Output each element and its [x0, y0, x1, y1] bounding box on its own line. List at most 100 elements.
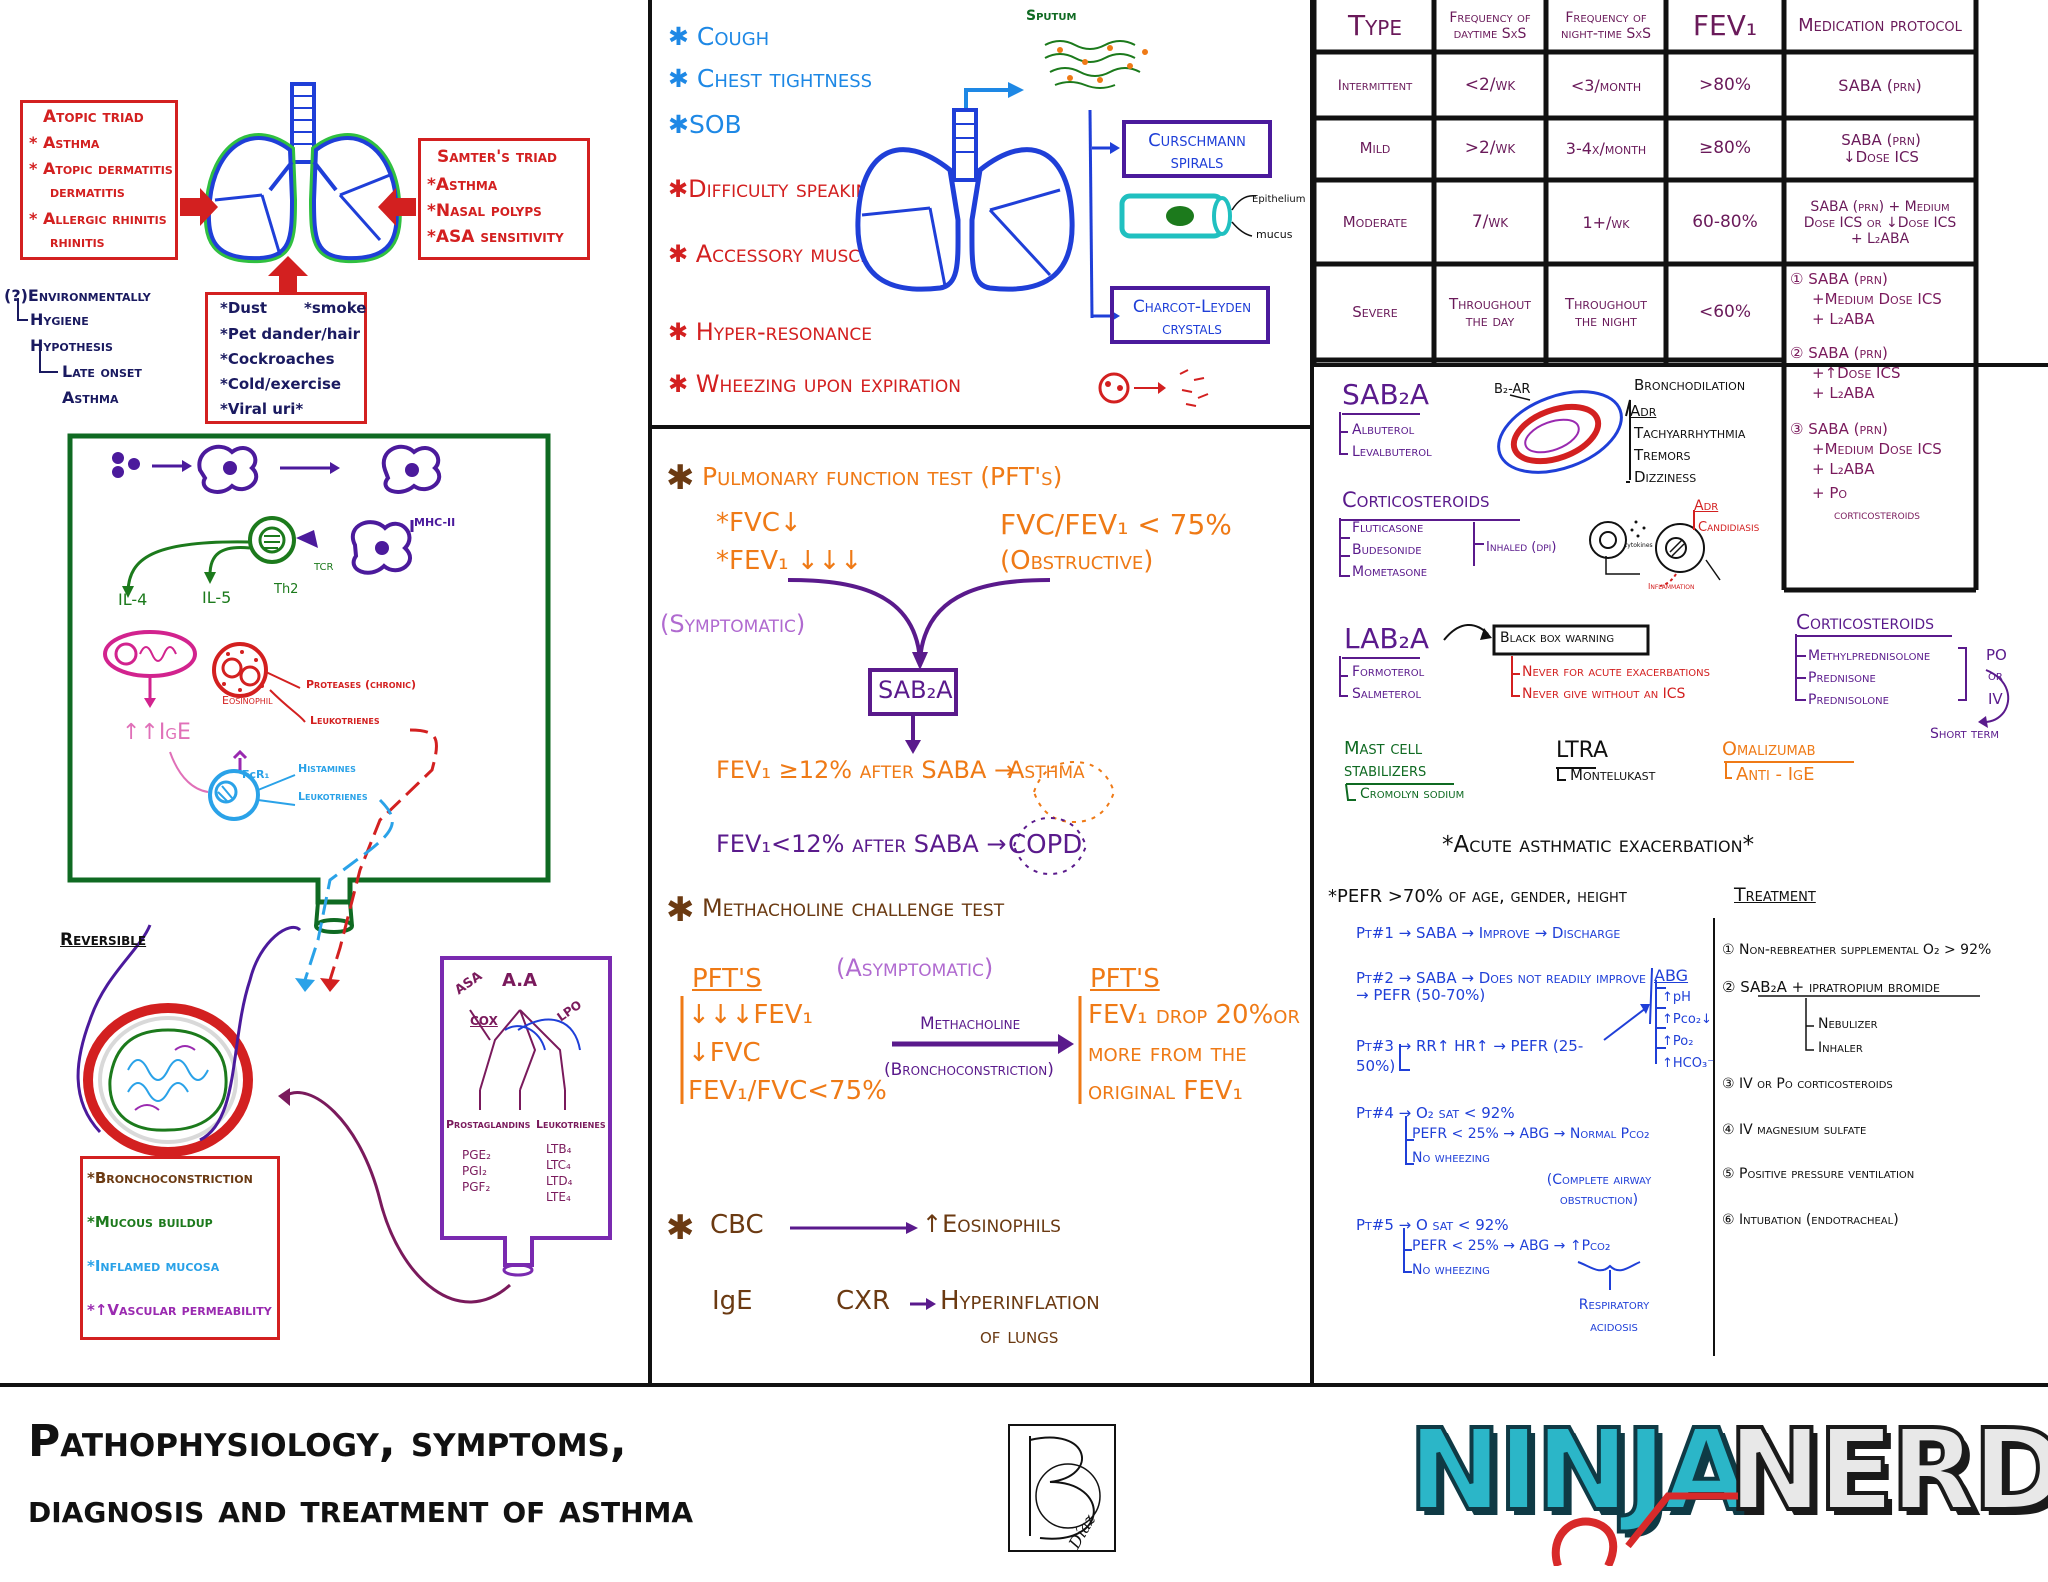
saba-drug: Albuterol: [1352, 422, 1415, 438]
saba-drug: Levalbuterol: [1352, 444, 1432, 460]
tcr-label: TCR: [314, 562, 334, 573]
treatment-step: ④ IV magnesium sulfate: [1722, 1122, 1867, 1138]
row-intermittent-night: <3/month: [1570, 75, 1642, 95]
trigger-item: *Pet dander/hair: [220, 325, 361, 343]
treatment-step: ⑤ Positive pressure ventilation: [1722, 1166, 1915, 1182]
black-box-label: Black box warning: [1500, 630, 1615, 646]
ige-test-label: IgE: [712, 1286, 753, 1316]
row-intermittent-fev: >80%: [1698, 75, 1752, 96]
legend-mucous: *Mucous buildup: [87, 1213, 213, 1231]
laba-title: LAB₂A: [1344, 622, 1429, 655]
laba-drug: Formoterol: [1352, 664, 1425, 680]
laba-warning: Never give without an ICS: [1522, 686, 1686, 702]
pft-left-item: ↓FVC: [688, 1038, 761, 1068]
symptoms-drawings: [855, 40, 1257, 407]
triggers-box: *Dust *smoke *Pet dander/hair *Cockroach…: [205, 292, 367, 424]
logo-nerd: NERD: [1726, 1404, 2048, 1538]
corticosteroid-adr: Adr: [1694, 498, 1719, 514]
legend-bronchoconstriction: *Bronchoconstriction: [87, 1169, 253, 1187]
pg-item: PGE₂: [462, 1148, 491, 1162]
candidiasis-label: Candidiasis: [1698, 520, 1760, 535]
pft-right-item: original FEV₁: [1088, 1076, 1243, 1106]
treatment-step: ① Non-rebreather supplemental O₂ > 92%: [1722, 942, 1992, 958]
lt-item: LTE₄: [546, 1190, 571, 1204]
obstructive-label: (Obstructive): [1000, 546, 1154, 576]
omalizumab-title: Omalizumab: [1722, 738, 1816, 760]
row-intermittent-med: SABA (prn): [1838, 75, 1922, 95]
hygiene-line: (?)Environmentally: [4, 286, 151, 305]
treatment-step: ③ IV or Po corticosteroids: [1722, 1076, 1893, 1092]
sputum-label: Sputum: [1026, 8, 1077, 24]
legend-vascular: *↑Vascular permeability: [87, 1301, 272, 1319]
corticosteroid2-drug: Prednisone: [1808, 670, 1876, 686]
symptom-cough: ✱ Cough: [668, 22, 770, 51]
bronchodilation-label: Bronchodilation: [1634, 376, 1746, 394]
cbc-label: CBC: [710, 1210, 764, 1240]
cytokines-label: cytokines: [1624, 542, 1653, 549]
table-header-type: Type: [1347, 8, 1403, 42]
saba-center: SAB₂A: [878, 676, 953, 704]
row-mild-type: Mild: [1359, 139, 1391, 158]
pt4-line: PEFR < 25% → ABG → Normal Pco₂: [1412, 1126, 1650, 1142]
severe-med-line: + L₂ABA: [1812, 384, 1875, 402]
treatment-step: ⑥ Intubation (endotracheal): [1722, 1212, 1899, 1228]
asthma-criteria: FEV₁ ≥12% after SABA →: [716, 756, 1015, 784]
abg-item: ↑Po₂: [1662, 1034, 1694, 1049]
corticosteroid2-drug: Methylprednisolone: [1808, 648, 1931, 664]
of-lungs-label: of lungs: [980, 1324, 1059, 1349]
atopic-triad-title: Atopic triad: [43, 107, 144, 127]
footer-title-line2: diagnosis and treatment of asthma: [28, 1486, 694, 1532]
signature-mark: [1029, 1436, 1101, 1540]
saba-adr-item: Tachyarrhythmia: [1634, 424, 1746, 442]
row-intermittent-day: <2/wk: [1464, 75, 1516, 96]
symptom-wheezing: ✱ Wheezing upon expiration: [668, 370, 961, 398]
mast-drug: Cromolyn sodium: [1360, 786, 1465, 802]
row-mild-med: SABA (prn) ↓Dose ICS: [1841, 130, 1921, 166]
fev1-down: *FEV₁ ↓↓↓: [716, 546, 863, 576]
omalizumab-drug: Anti - IgE: [1736, 764, 1815, 785]
exacerbation-title: *Acute asthmatic exacerbation*: [1442, 832, 1755, 858]
metha-star-icon: ✱: [666, 890, 695, 930]
pft-heading: Pulmonary function test (PFT's): [702, 462, 1063, 491]
cxr-label: CXR: [836, 1286, 891, 1316]
samters-item: *Nasal polyps: [427, 201, 542, 221]
severity-table-grid: [1311, 0, 1979, 593]
diagnosis-drawings: [680, 578, 1116, 1310]
il4-label: IL-4: [118, 590, 148, 609]
ltra-title: LTRA: [1556, 738, 1609, 763]
hyperinflation-label: Hyperinflation: [940, 1286, 1100, 1316]
cox-label: COX: [470, 1014, 498, 1028]
row-mild-day: >2/wk: [1464, 138, 1516, 159]
mhc-label: MHC-II: [414, 516, 456, 529]
asymptomatic-label: (Asymptomatic): [836, 954, 994, 982]
asthma-result: Asthma: [1008, 756, 1085, 784]
reversible-label: Reversible: [60, 930, 147, 950]
curschmann-label: Curschmann spirals: [1148, 130, 1246, 173]
footer-title-line1: Pathophysiology, symptoms,: [28, 1416, 627, 1467]
trigger-item: *Cold/exercise: [220, 375, 342, 393]
hygiene-line: Hypothesis: [30, 336, 113, 355]
treatment-step: ② SAB₂A + ipratropium bromide: [1722, 978, 1940, 996]
corticosteroids-title: Corticosteroids: [1342, 488, 1490, 512]
leukotrienes-label-2: Leukotrienes: [298, 790, 368, 803]
il5-label: IL-5: [202, 588, 232, 607]
proteases-label: Proteases (chronic): [306, 678, 417, 691]
hygiene-line: Hygiene: [30, 310, 89, 329]
abg-item: ↑Pco₂↓: [1662, 1012, 1712, 1027]
table-header-med: Medication protocol: [1798, 14, 1962, 36]
ige-label: ↑↑IgE: [122, 720, 191, 745]
route-label: PO: [1986, 646, 2007, 664]
th2-label: Th2: [274, 582, 299, 597]
saba-adr-item: Tremors: [1634, 446, 1691, 464]
airway-legend-box: *Bronchoconstriction *Mucous buildup *In…: [80, 1156, 280, 1340]
row-severe-day: Throughout the day: [1448, 294, 1531, 330]
lt-item: LTC₄: [546, 1158, 571, 1172]
pft-right-item: FEV₁ drop 20%or: [1088, 1000, 1300, 1030]
severe-med-line: ② SABA (prn): [1790, 344, 1888, 362]
saba-adr-label: Adr: [1630, 402, 1657, 420]
glasses-icon: [1551, 1492, 1738, 1566]
treatment-step: Nebulizer: [1818, 1016, 1878, 1032]
charcot-label: Charcot-Leyden crystals: [1132, 297, 1252, 339]
row-moderate-day: 7/wk: [1471, 212, 1509, 233]
samters-triad-box: Samter's triad *Asthma *Nasal polyps *AS…: [418, 138, 590, 260]
